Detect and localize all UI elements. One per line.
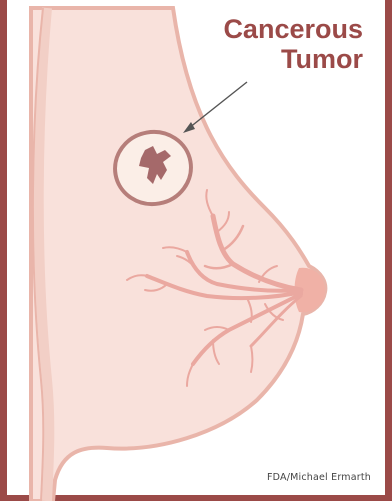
tumor-label-line2: Tumor: [223, 44, 363, 74]
breast-tissue: [31, 8, 325, 501]
breast-anatomy-illustration: [7, 0, 392, 501]
tumor-label-line1: Cancerous: [223, 14, 363, 44]
tumor-label: Cancerous Tumor: [223, 14, 363, 74]
image-credit: FDA/Michael Ermarth: [267, 472, 371, 483]
